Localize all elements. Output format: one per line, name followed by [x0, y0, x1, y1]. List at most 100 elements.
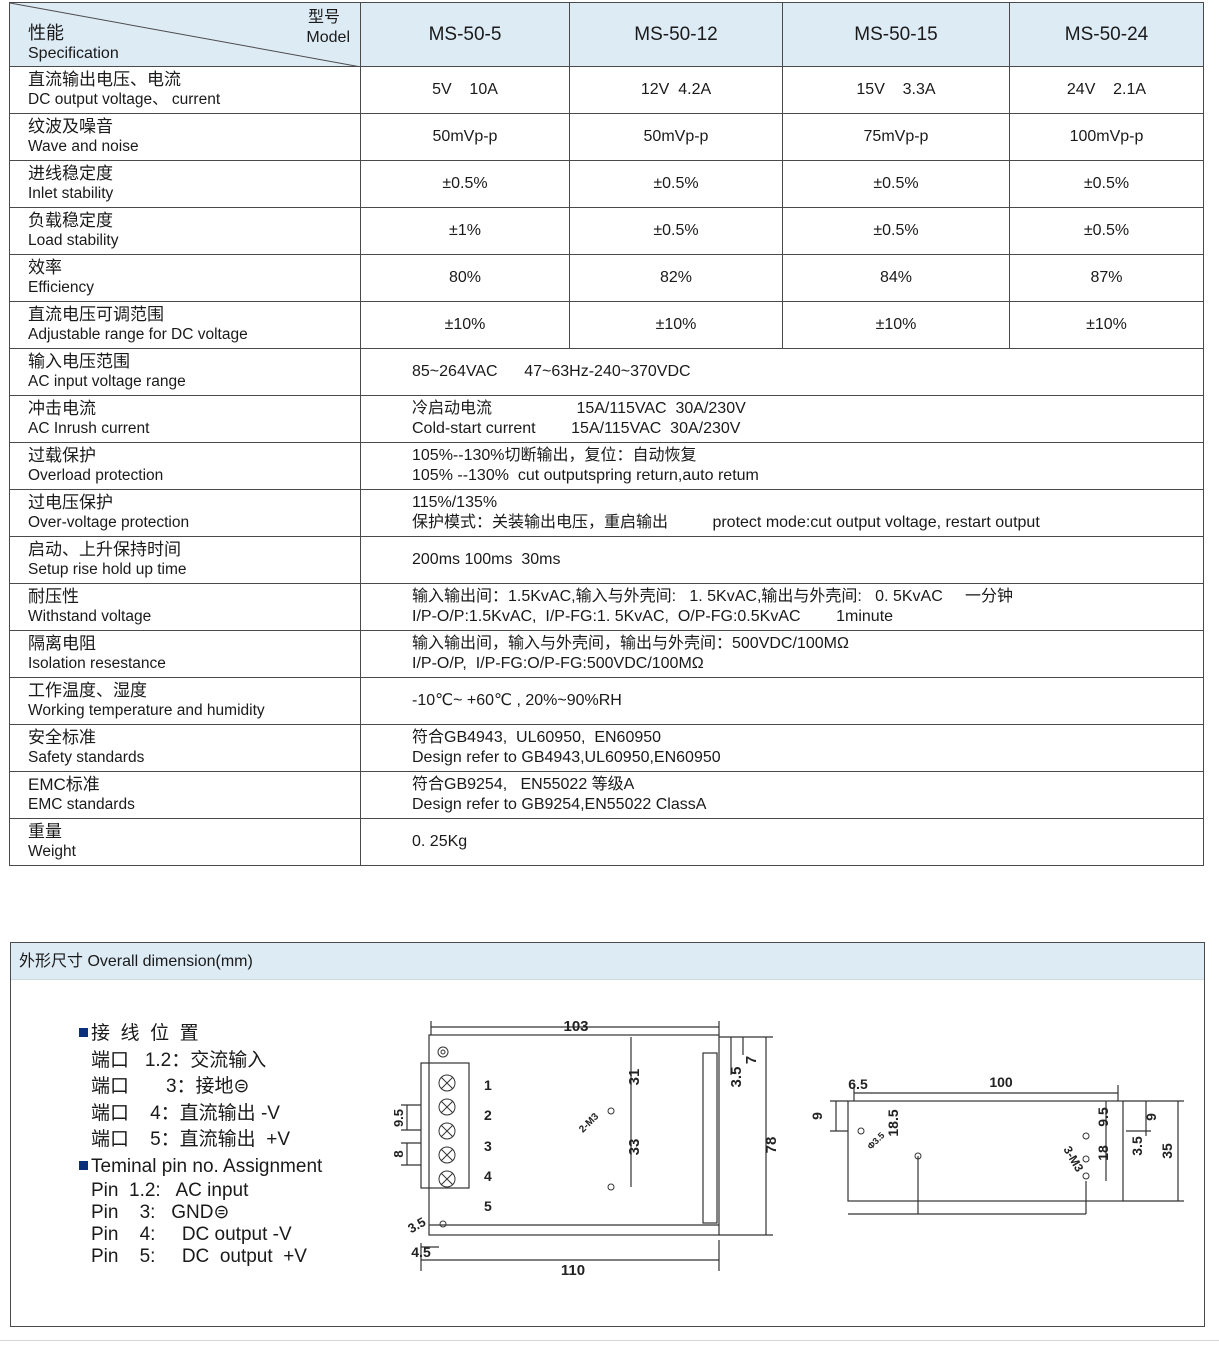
dimension-title: 外形尺寸 Overall dimension(mm) — [11, 943, 1204, 980]
row-label-zh: 过电压保护 — [28, 493, 113, 512]
terminal-label: 4 — [484, 1168, 492, 1184]
row-label-zh: 进线稳定度 — [28, 164, 113, 183]
spec-line: 符合GB9254, EN55022 等级A — [412, 776, 635, 793]
dim-110: 110 — [561, 1262, 585, 1279]
model-header: MS-50-15 — [782, 2, 1010, 67]
row-label-zh: 负载稳定度 — [28, 211, 113, 230]
dim-35: 35 — [1159, 1143, 1175, 1159]
bullet-square-icon — [79, 1160, 88, 1170]
row-label-en: Weight — [28, 843, 76, 860]
spec-line: 输入输出间，输入与外壳间，输出与外壳间：500VDC/100MΩ — [412, 635, 849, 652]
terminal-label: 3 — [484, 1138, 492, 1154]
spec-label-en: Specification — [28, 45, 119, 62]
row-label-en: EMC standards — [28, 796, 135, 813]
spec-line: 冷启动电流 15A/115VAC 30A/230V — [412, 400, 746, 417]
bottom-divider — [0, 1340, 1219, 1341]
spec-line: Design refer to GB9254,EN55022 ClassA — [412, 796, 707, 813]
row-label-zh: 重量 — [28, 822, 62, 841]
spec-value: ±1% — [360, 207, 570, 255]
spec-value: 82% — [569, 254, 783, 302]
dim-3-5-top: 3.5 — [728, 1067, 745, 1088]
pin-heading-en: Teminal pin no. Assignment — [91, 1155, 323, 1177]
dim-4-5: 4.5 — [411, 1244, 431, 1260]
spec-line: 符合GB4943, UL60950, EN60950 — [412, 729, 662, 746]
dim-7: 7 — [743, 1056, 760, 1064]
spec-value: 24V 2.1A — [1009, 66, 1204, 114]
row-label-zh: 安全标准 — [28, 728, 96, 747]
table-header-row: 性能 Specification 型号 Model MS-50-5 MS-50-… — [9, 2, 1204, 67]
spec-line: -10℃~ +60℃ , 20%~90%RH — [412, 692, 622, 709]
dim-9-5: 9.5 — [391, 1109, 406, 1127]
pin-heading-zh: 接 线 位 置 — [91, 1023, 199, 1044]
spec-value-wide: 115%/135% 保护模式：关装输出电压，重启输出 protect mode:c… — [360, 489, 1204, 537]
spec-value: 80% — [360, 254, 570, 302]
spec-value: ±10% — [360, 301, 570, 349]
table-row: 重量 Weight 0. 25Kg — [9, 818, 1204, 866]
spec-line: 保护模式：关装输出电压，重启输出 protect mode:cut output… — [412, 514, 1040, 531]
row-label-zh: 输入电压范围 — [28, 352, 130, 371]
dim-31: 31 — [626, 1069, 643, 1086]
spec-value-wide: 输入输出间：1.5KvAC,输入与外壳间: 1. 5KvAC,输出与外壳间: 0… — [360, 583, 1204, 631]
dim-78: 78 — [763, 1137, 780, 1154]
dim-103: 103 — [563, 1018, 588, 1035]
spec-value: 75mVp-p — [782, 113, 1010, 161]
spec-value: ±0.5% — [782, 160, 1010, 208]
spec-value: ±0.5% — [1009, 160, 1204, 208]
model-label-en: Model — [306, 29, 350, 46]
spec-value-wide: 0. 25Kg — [360, 818, 1204, 866]
row-label-zh: 纹波及噪音 — [28, 117, 113, 136]
spec-value: 87% — [1009, 254, 1204, 302]
row-label-en: Withstand voltage — [28, 608, 152, 625]
row-label-en: Isolation resestance — [28, 655, 166, 672]
row-label-zh: 耐压性 — [28, 587, 79, 606]
spec-value: ±10% — [569, 301, 783, 349]
terminal-label: 1 — [484, 1077, 492, 1093]
terminal-label: 5 — [484, 1198, 492, 1214]
bullet-square-icon — [79, 1028, 88, 1037]
spec-value: 5V 10A — [360, 66, 570, 114]
row-label-en: Adjustable range for DC voltage — [28, 326, 248, 343]
row-label-zh: 启动、上升保持时间 — [28, 540, 181, 559]
spec-value: 50mVp-p — [569, 113, 783, 161]
spec-value: ±0.5% — [569, 160, 783, 208]
spec-value: 100mVp-p — [1009, 113, 1204, 161]
screw-2-m3: 2-M3 — [577, 1111, 601, 1135]
spec-line: 105% --130% cut outputspring return,auto… — [412, 467, 759, 484]
spec-value: 84% — [782, 254, 1010, 302]
spec-line: 115%/135% — [412, 494, 498, 511]
row-label-en: Overload protection — [28, 467, 164, 484]
spec-line: Design refer to GB4943,UL60950,EN60950 — [412, 749, 721, 766]
spec-line: Cold-start current 15A/115VAC 30A/230V — [412, 420, 741, 437]
spec-label-zh: 性能 — [28, 23, 64, 43]
dim-9-5-right: 9.5 — [1095, 1107, 1111, 1127]
pin-line-zh: 端口 3：接地⊜ — [91, 1076, 250, 1097]
spec-value: ±0.5% — [1009, 207, 1204, 255]
spec-line: 输入输出间：1.5KvAC,输入与外壳间: 1. 5KvAC,输出与外壳间: 0… — [412, 588, 1013, 605]
header-corner-cell: 性能 Specification 型号 Model — [9, 2, 361, 67]
spec-value-wide: -10℃~ +60℃ , 20%~90%RH — [360, 677, 1204, 725]
row-label-en: Efficiency — [28, 279, 95, 296]
row-label-en: Wave and noise — [28, 138, 139, 155]
spec-value-wide: 冷启动电流 15A/115VAC 30A/230V Cold-start curr… — [360, 395, 1204, 443]
row-label: EMC标准 EMC standards — [9, 771, 361, 819]
pin-line-zh: 端口 5：直流输出 +V — [91, 1129, 291, 1150]
spec-value: 12V 4.2A — [569, 66, 783, 114]
dim-3-5-corner: 3.5 — [405, 1214, 428, 1236]
row-label-zh: EMC标准 — [28, 775, 100, 794]
